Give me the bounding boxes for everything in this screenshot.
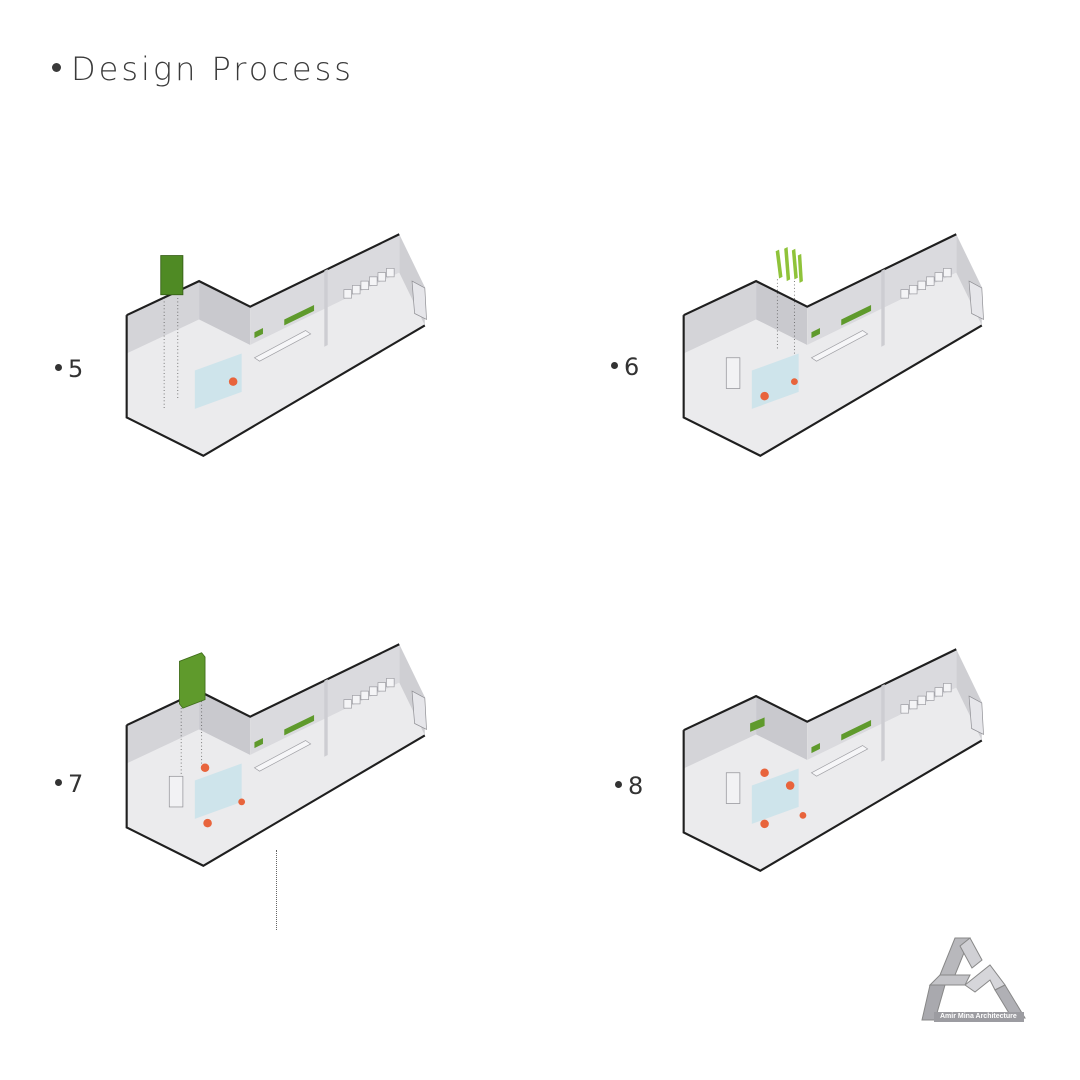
dental-chair bbox=[760, 819, 769, 829]
diagram-step-8 bbox=[682, 648, 985, 872]
page-title-text: Design Process bbox=[71, 50, 354, 88]
diagram-step-6 bbox=[682, 233, 985, 457]
bullet-icon bbox=[611, 361, 618, 369]
bullet-icon bbox=[55, 778, 62, 786]
dental-chair bbox=[203, 818, 212, 828]
dental-chair bbox=[200, 763, 210, 773]
shelf bbox=[168, 775, 184, 808]
green-panel bbox=[750, 717, 765, 732]
guide-line bbox=[276, 850, 277, 930]
bullet-icon bbox=[55, 363, 62, 371]
step-label-7: 7 bbox=[55, 770, 83, 798]
page-title: Design Process bbox=[52, 50, 354, 88]
dental-chair bbox=[785, 781, 795, 790]
logo-text: Amir Mina Architecture bbox=[940, 1013, 1017, 1020]
bullet-icon bbox=[615, 780, 622, 788]
step-label-8: 8 bbox=[615, 772, 643, 800]
green-panel bbox=[160, 255, 184, 296]
green-fins bbox=[775, 247, 803, 283]
diagram-step-5 bbox=[125, 233, 428, 457]
step-label-5: 5 bbox=[55, 355, 83, 383]
dental-chair bbox=[238, 798, 246, 806]
dental-chair bbox=[799, 811, 807, 819]
dental-chair bbox=[760, 391, 769, 401]
step-label-6: 6 bbox=[611, 353, 639, 381]
logo: Amir Mina Architecture bbox=[920, 930, 1030, 1030]
green-volume bbox=[179, 652, 206, 709]
bullet-icon bbox=[52, 62, 61, 72]
diagram-step-7 bbox=[125, 643, 428, 867]
shelf bbox=[725, 772, 741, 804]
dental-chair bbox=[760, 768, 769, 778]
dental-chair bbox=[791, 378, 798, 386]
shelf bbox=[725, 357, 741, 389]
dental-chair bbox=[228, 377, 238, 386]
